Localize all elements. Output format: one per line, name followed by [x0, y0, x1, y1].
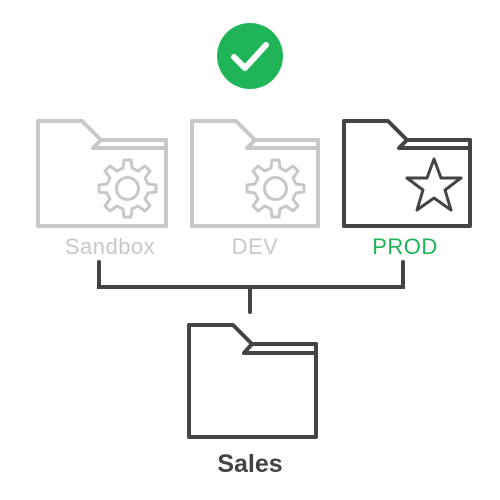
check-circle-icon: [217, 23, 283, 89]
sandbox-folder-icon[interactable]: [36, 119, 168, 228]
sales-label[interactable]: Sales: [217, 450, 283, 478]
sandbox-gear-icon: [97, 158, 158, 219]
prod-star-icon: [405, 157, 463, 212]
dev-folder-icon[interactable]: [190, 119, 320, 228]
connector-lines: [97, 260, 405, 314]
prod-label[interactable]: PROD: [372, 234, 438, 259]
dev-gear-icon: [245, 158, 306, 219]
dev-label[interactable]: DEV: [231, 234, 279, 259]
sandbox-label[interactable]: Sandbox: [64, 234, 156, 259]
prod-folder-icon[interactable]: [342, 119, 472, 228]
sales-folder-icon[interactable]: [187, 323, 318, 439]
